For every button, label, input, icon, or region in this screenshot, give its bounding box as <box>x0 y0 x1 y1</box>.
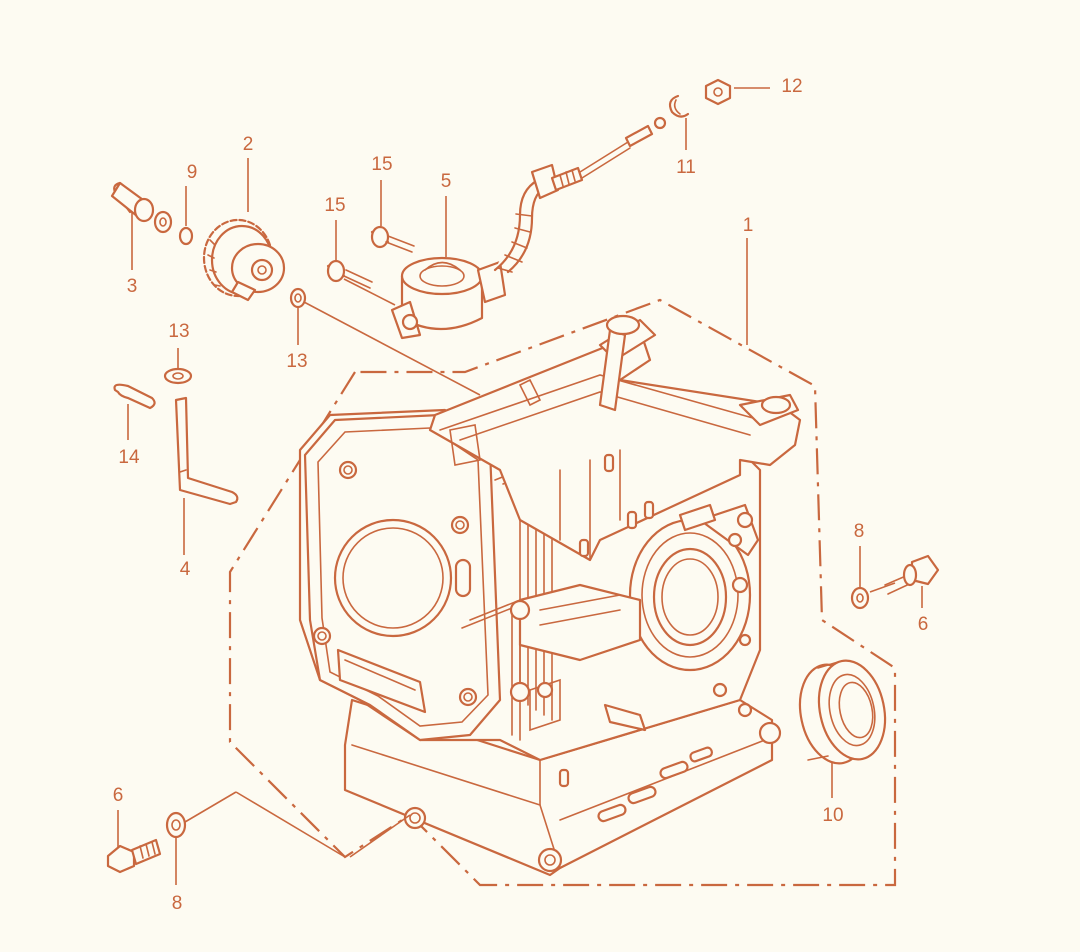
part-10-oil-seal <box>798 659 887 765</box>
part-3-pin <box>110 181 155 223</box>
callout-13-lower: 13 <box>286 351 307 372</box>
callout-10: 10 <box>822 805 843 826</box>
assembly-outline <box>228 298 897 887</box>
part-13-washer-lower <box>163 367 193 385</box>
callout-4: 4 <box>180 559 191 580</box>
part-14-clip <box>113 383 156 410</box>
part-8-washer-right <box>850 586 870 610</box>
callout-6-right: 6 <box>918 614 929 635</box>
callout-3: 3 <box>127 276 138 297</box>
part-5-assembly <box>390 116 667 340</box>
callout-14: 14 <box>118 447 140 468</box>
callout-8-left: 8 <box>172 893 183 914</box>
callout-13-upper: 13 <box>168 321 189 342</box>
part-15-bolt-lower <box>326 259 373 289</box>
callout-2: 2 <box>243 134 254 155</box>
callout-5: 5 <box>441 171 452 192</box>
callout-1: 1 <box>743 215 754 236</box>
callout-6-left: 6 <box>113 785 124 806</box>
part-13-washer-upper <box>289 287 307 309</box>
callout-15-lower: 15 <box>324 195 345 216</box>
callout-12: 12 <box>781 76 802 97</box>
part-6-bolt-right <box>884 554 940 595</box>
part-12-nut <box>704 78 732 106</box>
part-8-washer-left <box>165 811 187 839</box>
part-4-rod <box>174 396 239 506</box>
part-6-bolt-left <box>106 838 162 874</box>
callout-15-upper: 15 <box>371 154 392 175</box>
part-9-washer <box>153 210 173 234</box>
part-15-bolt-upper <box>370 225 415 253</box>
callout-8-right: 8 <box>854 521 865 542</box>
leader-lines <box>117 87 923 885</box>
part-9-clip <box>178 226 194 246</box>
crankcase <box>298 314 802 877</box>
part-2-gear <box>202 218 286 302</box>
callout-11: 11 <box>676 157 696 178</box>
callout-labels: 1 2 3 4 5 6 6 8 8 9 10 11 12 13 13 14 15… <box>113 76 929 914</box>
callout-9: 9 <box>187 162 198 183</box>
part-11-circlip <box>668 94 690 118</box>
